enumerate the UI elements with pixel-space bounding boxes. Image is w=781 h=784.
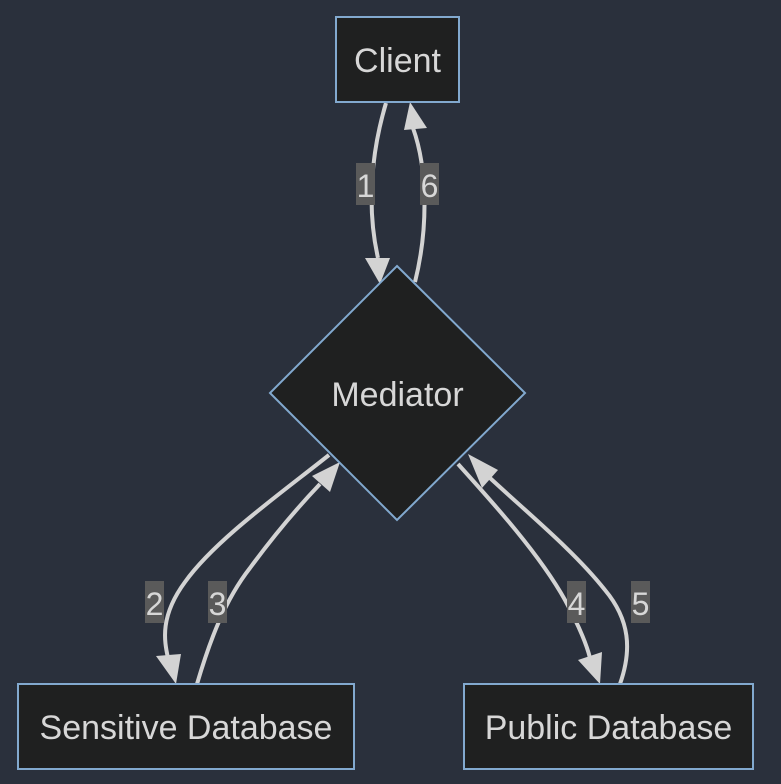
edge-2-arrowhead [156, 654, 181, 684]
node-sensitive-database-label: Sensitive Database [40, 709, 333, 747]
edge-label-2-text: 2 [146, 586, 164, 622]
edges [156, 102, 630, 685]
node-mediator[interactable]: Mediator [268, 264, 527, 522]
edge-label-4: 4 [567, 581, 586, 623]
edge-4-mediator-to-public [456, 462, 592, 659]
node-sensitive-database[interactable]: Sensitive Database [17, 683, 355, 770]
edge-label-3: 3 [208, 581, 227, 623]
edge-label-1-text: 1 [357, 168, 375, 204]
edge-label-2: 2 [145, 581, 164, 623]
node-public-database-label: Public Database [485, 709, 733, 747]
edge-label-6: 6 [420, 163, 439, 205]
edge-4-arrowhead [578, 652, 602, 684]
edge-6-arrowhead [404, 102, 427, 130]
edge-5-arrowhead [468, 454, 498, 488]
node-client-label: Client [354, 42, 441, 80]
edge-label-3-text: 3 [209, 586, 227, 622]
edge-labels: 1 6 2 3 4 5 [145, 163, 650, 623]
edge-3-arrowhead [312, 462, 340, 492]
node-public-database[interactable]: Public Database [463, 683, 754, 770]
edge-1-arrowhead [365, 258, 390, 284]
node-mediator-label: Mediator [331, 376, 463, 414]
node-client[interactable]: Client [335, 16, 460, 103]
edge-label-6-text: 6 [421, 168, 439, 204]
edge-5-public-to-mediator [488, 476, 630, 685]
edge-label-1: 1 [356, 163, 375, 205]
edge-2-mediator-to-sensitive [163, 453, 331, 659]
edge-label-5-text: 5 [632, 586, 650, 622]
edge-3-sensitive-to-mediator [195, 482, 322, 685]
edge-label-4-text: 4 [568, 586, 586, 622]
edge-label-5: 5 [631, 581, 650, 623]
